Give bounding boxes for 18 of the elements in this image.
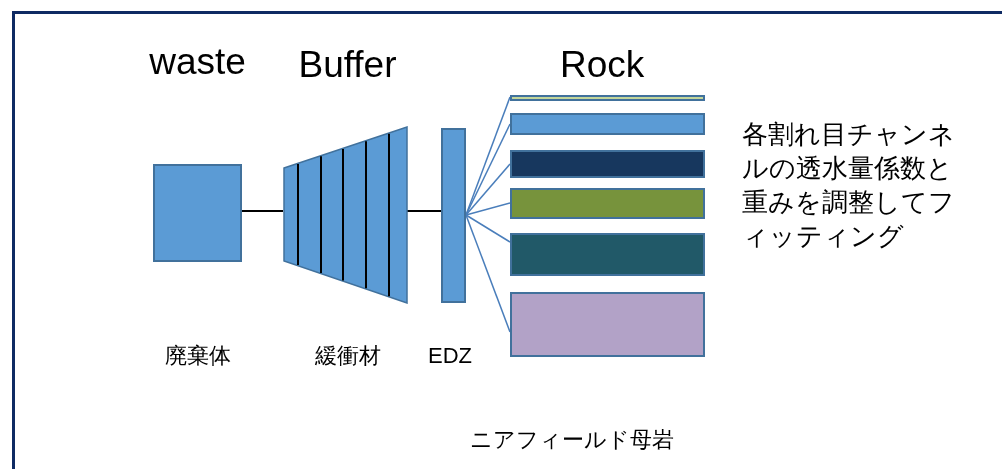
buffer-heading: Buffer	[297, 43, 398, 87]
connector-line	[465, 214, 511, 243]
edz-caption: EDZ	[427, 342, 473, 370]
rock-fracture-layer	[510, 113, 705, 135]
near-field-rock-caption: ニアフィールド母岩	[470, 426, 674, 454]
waste-heading: waste	[148, 40, 247, 84]
rock-fracture-layer	[510, 95, 705, 101]
note-text: 各割れ目チャンネルの透水量係数と重みを調整してフィッティング	[742, 118, 956, 253]
connector-line	[465, 163, 511, 216]
rock-fracture-layer	[510, 233, 705, 276]
connector-line	[241, 210, 284, 212]
connector-line	[465, 202, 511, 216]
rock-fracture-layer	[510, 188, 705, 219]
rock-heading: Rock	[560, 43, 645, 87]
rock-fracture-layer	[510, 150, 705, 178]
rock-fracture-layer	[510, 292, 705, 357]
buffer-caption: 緩衝材	[313, 342, 382, 370]
waste-caption: 廃棄体	[163, 342, 232, 370]
